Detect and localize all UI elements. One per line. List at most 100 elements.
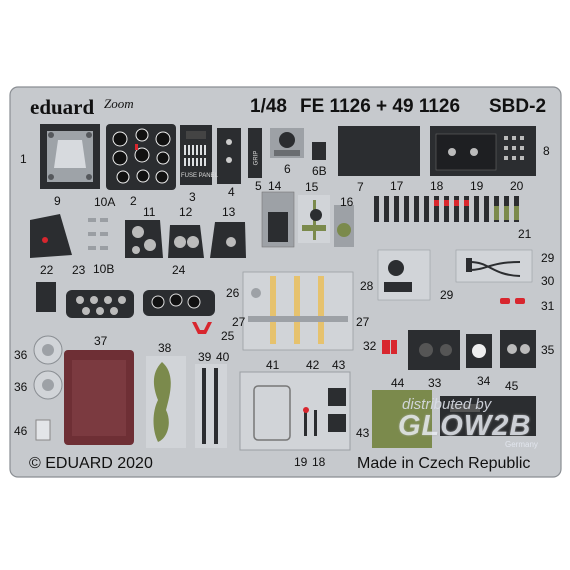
origin-text: Made in Czech Republic (357, 455, 531, 472)
part-number: 37 (94, 334, 108, 348)
part-number: 27 (356, 315, 370, 329)
part-number: 8 (543, 144, 550, 158)
part-10a-brackets (88, 218, 108, 250)
part-number: 38 (158, 341, 172, 355)
part-number: 27 (232, 315, 246, 329)
part-number: 36 (14, 348, 28, 362)
part-number: 29 (440, 288, 454, 302)
part-number: 9 (54, 194, 61, 208)
part-24-gauge-panel (143, 290, 215, 316)
part-number: 19 (470, 179, 484, 193)
part-7-large-panel (338, 126, 420, 176)
part-number: 34 (477, 374, 491, 388)
part-number: 14 (268, 179, 282, 193)
part-16-bracket (334, 205, 354, 247)
part-number: 16 (340, 195, 354, 209)
part-38-oxygen-mask (146, 356, 186, 448)
part-13-control-box (210, 222, 246, 258)
part-number: 3 (189, 190, 196, 204)
part-number: 28 (360, 279, 374, 293)
part-number: 41 (266, 358, 280, 372)
part-34-gauge (466, 334, 492, 368)
part-4-switch-panel (217, 128, 241, 184)
part-number: 6 (284, 162, 291, 176)
part-44-45-panel (372, 390, 536, 448)
grip-label: GRIP (253, 150, 260, 166)
part-12-control-box (168, 225, 204, 258)
part-number: 17 (390, 179, 404, 193)
part-number: 23 (72, 263, 86, 277)
watermark-distributed-by: distributed by (402, 396, 492, 413)
part-26-27-floor-section (242, 271, 354, 351)
part-number: 7 (357, 180, 364, 194)
part-number: 44 (391, 376, 405, 390)
part-number: 43 (332, 358, 346, 372)
part-33-radio-panel (408, 330, 460, 370)
part-number: 12 (179, 205, 193, 219)
part-number: 1 (20, 152, 27, 166)
part-5-grip-panel (248, 128, 262, 178)
part-number: 40 (216, 350, 230, 364)
part-23-panel (66, 290, 134, 318)
part-36-gear-discs (33, 335, 63, 400)
part-number: 20 (510, 179, 524, 193)
part-25-red-clip (192, 322, 212, 334)
part-1-instrument-frame (40, 124, 100, 189)
part-6-box (270, 128, 304, 158)
part-37-seat-cushion (64, 350, 134, 445)
part-31-red-tabs (500, 298, 525, 304)
part-35-panel (500, 330, 536, 368)
part-number: 18 (430, 179, 444, 193)
part-number: 13 (222, 205, 236, 219)
product-code: FE 1126 + 49 1126 (300, 96, 461, 117)
part-number: 21 (518, 227, 532, 241)
part-number: 10A (94, 195, 116, 209)
watermark-glow2b: GLOW2B (398, 410, 532, 442)
part-2-main-instrument-panel (106, 124, 176, 190)
part-15-control-column (298, 195, 330, 243)
part-number: 42 (306, 358, 320, 372)
parts-17-21-harness-straps (370, 192, 530, 226)
part-number: 22 (40, 263, 54, 277)
part-number: 15 (305, 180, 319, 194)
part-number: 11 (143, 205, 156, 219)
part-14-throttle-quadrant (261, 191, 295, 248)
fuse-panel-label: FUSE PANEL (181, 173, 218, 179)
part-number: 24 (172, 263, 186, 277)
brand-logo-eduard: eduard (30, 95, 95, 119)
part-number: 25 (221, 329, 235, 343)
part-number: 26 (226, 286, 240, 300)
brand-sub-zoom: Zoom (104, 96, 134, 111)
part-28-gun-sight (377, 249, 431, 301)
part-9-seat-back (30, 214, 72, 258)
part-number: 43 (356, 426, 370, 440)
part-number: 45 (505, 379, 519, 393)
part-3-fuse-panel (180, 125, 212, 185)
part-number: 35 (541, 343, 555, 357)
part-number: 18 (312, 455, 326, 469)
part-number: 2 (130, 194, 137, 208)
part-8-radio-panel (430, 126, 536, 176)
watermark-country: Germany (505, 440, 538, 449)
part-number: 5 (255, 179, 262, 193)
part-number: 31 (541, 299, 555, 313)
part-number: 32 (363, 339, 377, 353)
part-number: 19 (294, 455, 308, 469)
part-22-buckle (36, 282, 56, 312)
part-6b-bracket (312, 142, 326, 160)
part-29-30-cables (455, 249, 533, 283)
part-number: 10B (93, 262, 115, 276)
part-32-red-clip (382, 340, 397, 354)
part-number: 4 (228, 185, 235, 199)
part-11-control-box (125, 220, 163, 258)
part-number: 39 (198, 350, 212, 364)
part-41-42-43-panels (239, 371, 351, 451)
part-39-40-rails (195, 364, 227, 448)
part-number: 33 (428, 376, 442, 390)
model-name: SBD-2 (489, 96, 547, 117)
part-number: 36 (14, 380, 28, 394)
copyright-text: © EDUARD 2020 (29, 455, 153, 472)
part-number: 46 (14, 424, 28, 438)
part-number: 6B (312, 164, 327, 178)
